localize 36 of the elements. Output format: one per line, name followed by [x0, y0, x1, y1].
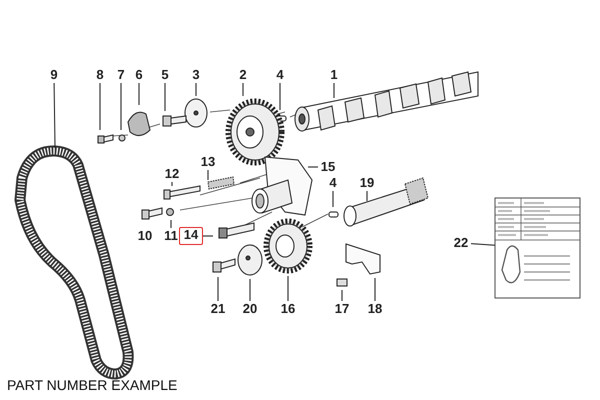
- leader-line: [308, 166, 318, 168]
- leader-line: [120, 82, 122, 130]
- callout-number: 14: [179, 227, 203, 245]
- leader-line: [242, 82, 244, 96]
- callout-number: 10: [135, 228, 155, 244]
- callout-number: 20: [240, 301, 260, 317]
- callout-number: 19: [357, 175, 377, 191]
- callout-number: 2: [233, 67, 253, 83]
- callout-number: 18: [365, 301, 385, 317]
- callout-number: 13: [198, 154, 218, 170]
- leader-line: [138, 82, 140, 106]
- callout-number: 4: [323, 175, 343, 191]
- leader-line: [170, 220, 172, 228]
- callout-number: 6: [129, 67, 149, 83]
- callout-number: 16: [278, 301, 298, 317]
- callout-number: 1: [324, 67, 344, 83]
- callout-number: 8: [90, 67, 110, 83]
- leader-line: [470, 243, 496, 246]
- callout-number: 5: [155, 67, 175, 83]
- caption-text: PART NUMBER EXAMPLE: [7, 377, 178, 393]
- callout-number: 4: [270, 67, 290, 83]
- leader-line: [54, 82, 56, 148]
- callout-number: 9: [44, 67, 64, 83]
- leader-line: [332, 190, 334, 208]
- callout-number: 11: [161, 228, 181, 244]
- callout-number: 21: [208, 301, 228, 317]
- callout-number: 3: [186, 67, 206, 83]
- callout-number: 7: [111, 67, 131, 83]
- leader-line: [374, 278, 376, 302]
- callout-number: 22: [451, 235, 471, 251]
- leader-line: [164, 82, 166, 112]
- label-card-drawing: [494, 198, 580, 298]
- callout-number: 12: [162, 166, 182, 182]
- leader-line: [366, 190, 368, 202]
- callout-number: 15: [318, 159, 338, 175]
- callout-number: 17: [332, 301, 352, 317]
